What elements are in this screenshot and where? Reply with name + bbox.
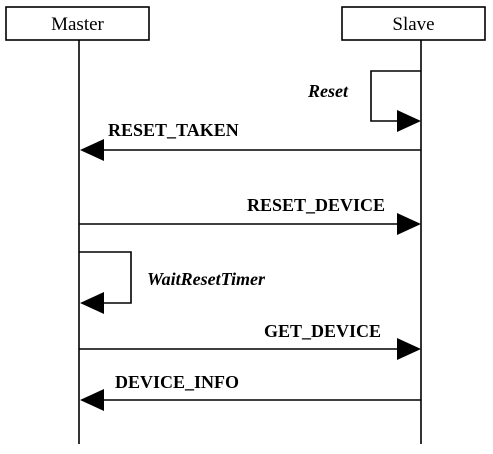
participant-slave: Slave [341,6,486,41]
self-message-reset: Reset [307,70,421,132]
participant-master-label: Master [51,14,104,35]
participant-slave-label: Slave [392,14,434,35]
self-message-wait-reset-timer-label: WaitResetTimer [147,269,266,289]
self-message-wait-reset-timer-line [79,251,132,304]
message-reset-device: RESET_DEVICE [79,195,421,235]
participant-master-box [5,6,150,41]
self-message-reset-label: Reset [307,81,349,101]
self-message-reset-line [370,70,421,122]
participant-master: Master [5,6,150,41]
message-reset-device-label: RESET_DEVICE [247,195,385,215]
self-message-wait-reset-timer: WaitResetTimer [79,251,266,314]
message-device-info-label: DEVICE_INFO [115,372,239,392]
message-device-info-arrowhead [80,389,104,411]
message-reset-taken: RESET_TAKEN [80,120,421,161]
self-message-wait-reset-timer-arrowhead [80,292,104,314]
participant-slave-box [341,6,486,41]
message-get-device-label: GET_DEVICE [264,321,381,341]
message-device-info: DEVICE_INFO [80,372,421,411]
message-reset-device-arrowhead [397,213,421,235]
message-get-device: GET_DEVICE [79,321,421,360]
message-reset-taken-label: RESET_TAKEN [108,120,239,140]
self-message-reset-arrowhead [397,110,421,132]
message-get-device-arrowhead [397,338,421,360]
message-reset-taken-arrowhead [80,139,104,161]
